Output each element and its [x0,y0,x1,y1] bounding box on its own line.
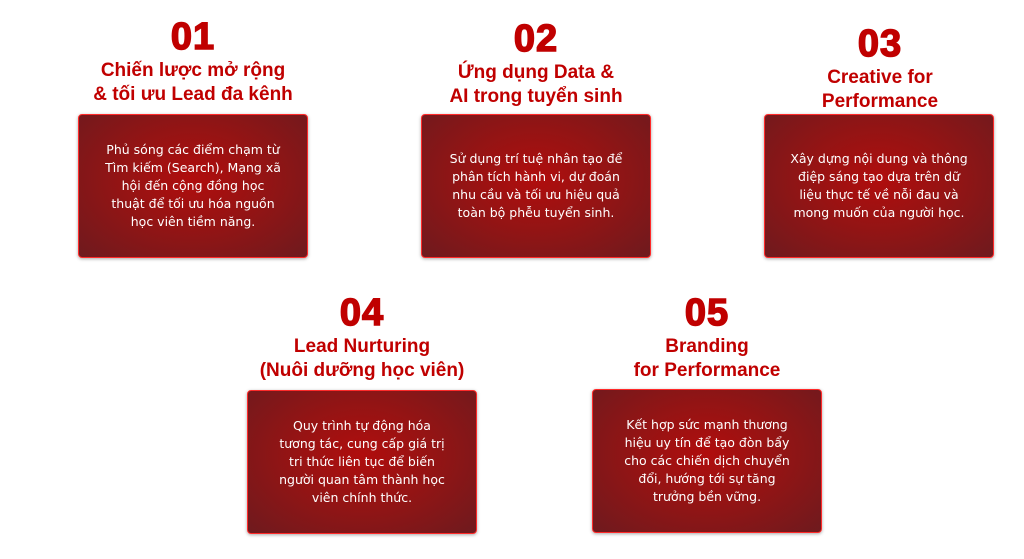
body-line: điệp sáng tạo dựa trên dữ [798,169,960,184]
body-line: phân tích hành vi, dự đoán [452,169,620,184]
body-line: Kết hợp sức mạnh thương [626,417,788,432]
item-05: 05 Branding for Performance [557,292,857,383]
item-heading: Creative for Performance [730,66,1024,114]
heading-line: Chiến lược mở rộng [100,60,286,81]
body-line: cho các chiến dịch chuyển [624,453,790,468]
body-line: mong muốn của người học. [793,205,965,220]
heading-line: Lead Nurturing [293,336,431,357]
heading-line: Creative for [827,67,933,88]
body-line: toàn bộ phễu tuyển sinh. [457,205,615,220]
item-02: 02 Ứng dụng Data & AI trong tuyển sinh [386,18,686,109]
body-line: thuật để tối ưu hóa nguồn [111,196,275,211]
body-line: hội đến cộng đồng học [121,178,265,193]
item-number: 02 [513,18,559,60]
body-line: hiệu uy tín để tạo đòn bẩy [624,435,790,450]
item-number: 04 [339,292,385,334]
body-line: viên chính thức. [311,490,413,505]
heading-line: Ứng dụng Data & [457,62,615,83]
body-line: trưởng bền vững. [652,489,762,504]
body-line: Quy trình tự động hóa [293,418,431,433]
item-number: 01 [170,16,216,58]
body-line: người quan tâm thành học [279,472,445,487]
body-line: Sử dụng trí tuệ nhân tạo để [449,151,623,166]
heading-line: for Performance [633,360,781,381]
body-line: học viên tiềm năng. [130,214,256,229]
item-number: 05 [684,292,730,334]
body-line: đổi, hướng tới sự tăng [638,471,776,486]
item-03: 03 Creative for Performance [730,23,1024,114]
card-02: Sử dụng trí tuệ nhân tạo để phân tích hà… [421,114,651,258]
card-01: Phủ sóng các điểm chạm từ Tìm kiếm (Sear… [78,114,308,258]
heading-line: Branding [665,336,749,357]
item-heading: Chiến lược mở rộng & tối ưu Lead đa kênh [43,59,343,107]
card-03: Xây dựng nội dung và thông điệp sáng tạo… [764,114,994,258]
heading-line: (Nuôi dưỡng học viên) [259,360,465,381]
card-04: Quy trình tự động hóa tương tác, cung cấ… [247,390,477,534]
body-line: tri thức liên tục để biến [289,454,435,469]
item-heading: Lead Nurturing (Nuôi dưỡng học viên) [212,335,512,383]
item-number: 03 [857,23,903,65]
item-heading: Branding for Performance [557,335,857,383]
item-01: 01 Chiến lược mở rộng & tối ưu Lead đa k… [43,16,343,107]
body-line: liệu thực tế về nỗi đau và [799,187,959,202]
body-line: Phủ sóng các điểm chạm từ [106,142,280,157]
heading-line: & tối ưu Lead đa kênh [93,84,293,105]
item-heading: Ứng dụng Data & AI trong tuyển sinh [386,61,686,109]
heading-line: AI trong tuyển sinh [449,86,623,107]
body-line: Tìm kiếm (Search), Mạng xã [105,160,281,175]
body-line: Xây dựng nội dung và thông [790,151,968,166]
body-line: nhu cầu và tối ưu hiệu quả [452,187,620,202]
heading-line: Performance [821,91,939,112]
card-05: Kết hợp sức mạnh thương hiệu uy tín để t… [592,389,822,533]
body-line: tương tác, cung cấp giá trị [279,436,445,451]
item-04: 04 Lead Nurturing (Nuôi dưỡng học viên) [212,292,512,383]
